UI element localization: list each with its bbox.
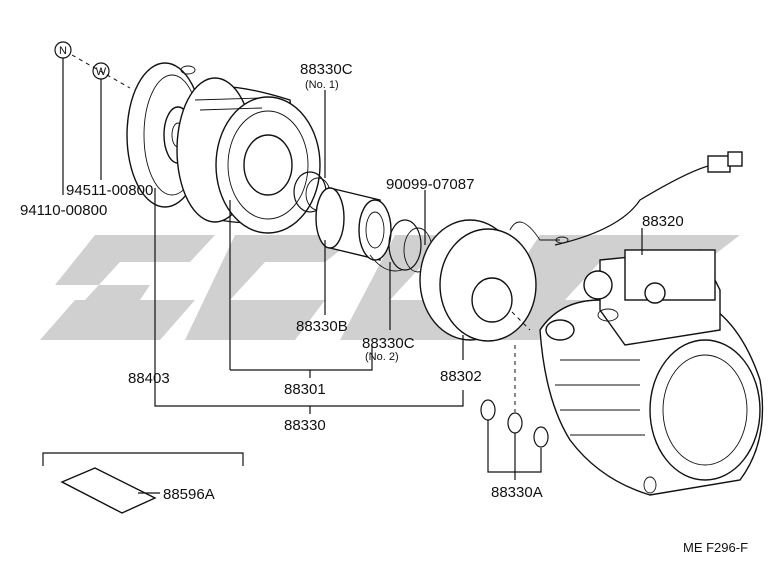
label-88330: 88330 <box>284 417 326 434</box>
label-no2: (No. 2) <box>365 351 399 363</box>
label-88330a: 88330A <box>491 484 543 501</box>
label-90099: 90099-07087 <box>386 176 474 193</box>
field-coil-part <box>419 219 569 342</box>
label-88330c-top: 88330C <box>300 61 353 78</box>
label-88330b: 88330B <box>296 318 348 335</box>
label-88302: 88302 <box>440 368 482 385</box>
label-94110: 94110-00800 <box>20 202 107 219</box>
symbol-n-icon: N <box>54 41 72 59</box>
label-94511: 94511-00800 <box>66 182 153 199</box>
footer-code: ME F296-F <box>683 540 748 555</box>
bearing-part <box>315 187 392 261</box>
pulley-part <box>176 77 321 234</box>
label-88596a: 88596A <box>163 486 215 503</box>
o-ring-3-part <box>533 426 549 448</box>
label-88330c-mid: 88330C <box>362 335 415 352</box>
label-88301: 88301 <box>284 381 326 398</box>
label-no1: (No. 1) <box>305 79 339 91</box>
symbol-n: N <box>59 45 67 57</box>
compressor-body-part <box>539 249 764 496</box>
o-ring-1-part <box>480 399 496 421</box>
label-tag-part <box>60 467 157 514</box>
label-88320: 88320 <box>642 213 684 230</box>
o-ring-2-part <box>507 412 523 434</box>
snap-ring-no2-part <box>388 219 422 271</box>
label-88403: 88403 <box>128 370 170 387</box>
wire-connector-part <box>707 151 743 173</box>
